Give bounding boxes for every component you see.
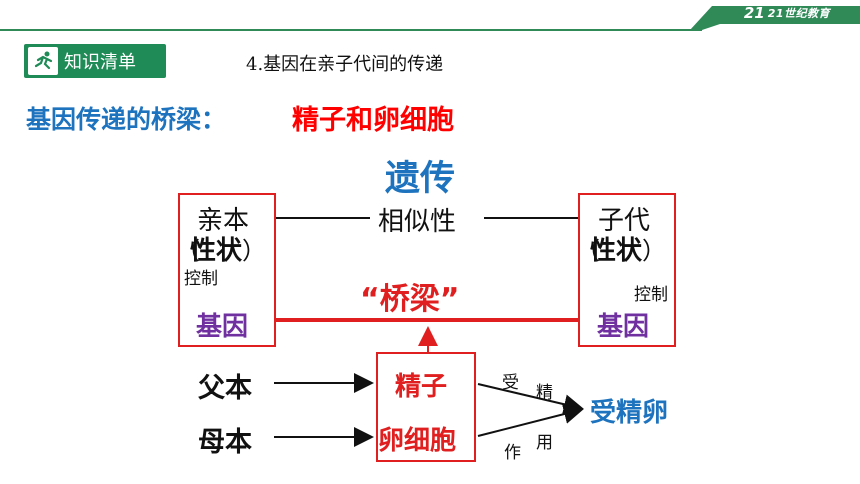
- parent-label: 亲本: [197, 206, 250, 236]
- zygote-label: 受精卵: [590, 398, 669, 428]
- similarity-label: 相似性: [378, 207, 457, 237]
- parent-trait-main: 性状: [190, 236, 243, 266]
- parent-control-label: 控制: [184, 269, 218, 289]
- child-trait: （性状）: [576, 230, 666, 267]
- mother-label: 母本: [198, 427, 252, 458]
- egg-label: 卵细胞: [378, 426, 457, 456]
- fertilization-char-4: 用: [536, 433, 553, 453]
- fertilization-char-1: 受: [502, 373, 519, 393]
- child-label: 子代: [598, 206, 651, 236]
- parent-trait: （性状）: [176, 230, 266, 267]
- child-trait-open: （: [576, 237, 600, 265]
- bridge-label: “桥梁”: [360, 282, 460, 317]
- parent-gene: 基因: [196, 312, 249, 342]
- parent-trait-open: （: [176, 237, 200, 265]
- sperm-label: 精子: [395, 372, 448, 402]
- child-trait-main: 性状: [590, 236, 643, 266]
- bridge-lead-text: 基因传递的桥梁：: [26, 105, 227, 134]
- top-bar: [0, 6, 860, 31]
- brand-mark: 21: [743, 4, 765, 22]
- child-box: [578, 193, 676, 347]
- heredity-heading: 遗传: [385, 159, 456, 199]
- child-gene: 基因: [597, 312, 650, 342]
- runner-icon: [28, 47, 58, 75]
- parent-box: [178, 193, 276, 347]
- bridge-value-text: 精子和卵细胞: [292, 105, 454, 136]
- brand-text: 21世纪教育: [767, 7, 830, 20]
- gamete-box: [376, 352, 476, 462]
- sperm-to-zygote-arrow: [477, 383, 584, 415]
- child-trait-close: ）: [642, 237, 667, 265]
- section-title: 4.基因在亲子代间的传递: [246, 54, 444, 75]
- fertilization-char-3: 作: [504, 443, 521, 463]
- egg-to-zygote-arrow: [477, 404, 584, 437]
- parent-trait-close: ）: [242, 237, 267, 265]
- father-label: 父本: [198, 373, 252, 404]
- child-control-label: 控制: [634, 285, 668, 305]
- badge-label: 知识清单: [64, 52, 136, 73]
- fertilization-char-2: 精: [536, 383, 553, 403]
- brand-logo: 21 21世纪教育: [744, 3, 830, 23]
- knowledge-list-badge: 知识清单: [24, 44, 166, 78]
